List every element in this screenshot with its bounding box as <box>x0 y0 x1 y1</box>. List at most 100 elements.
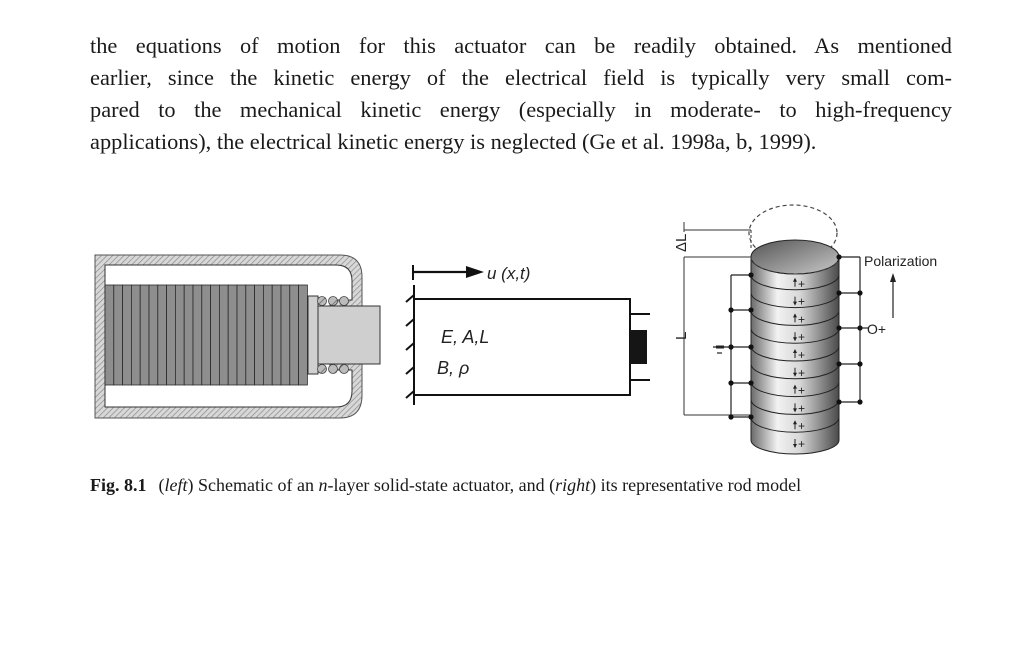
polarity-arrowhead-icon <box>793 408 797 413</box>
polarity-arrowhead-icon <box>793 444 797 448</box>
layer-sign: + <box>798 295 805 309</box>
stack-plate <box>298 284 308 386</box>
caption-text: ( <box>158 475 165 495</box>
electrode-node <box>857 290 863 296</box>
stack-plate <box>113 284 124 386</box>
rod-params-2: B, ρ <box>437 358 469 378</box>
layer-edge <box>750 292 840 309</box>
stack-plate <box>139 284 150 386</box>
layer-sign: + <box>798 401 805 415</box>
stack-plate <box>210 284 220 386</box>
spring-coil <box>339 364 349 374</box>
stack-plate <box>157 284 168 386</box>
layer-edge <box>750 274 840 291</box>
electrode-node <box>836 325 842 331</box>
stack-plate <box>122 284 132 386</box>
end-cap <box>307 295 319 375</box>
electrode-node <box>836 399 842 405</box>
electrode-node <box>836 361 842 367</box>
length-label: L <box>673 332 690 340</box>
cylinder-top <box>750 239 840 275</box>
layer-edge <box>750 399 840 415</box>
left-electrode-nodes <box>728 272 754 420</box>
polarization-arrow-icon <box>890 273 896 282</box>
wall-hatch-tick <box>405 294 415 303</box>
layer-sign: + <box>798 348 805 362</box>
ground-icon <box>713 345 731 354</box>
layer-edge <box>750 310 840 326</box>
spring-coil <box>339 296 349 306</box>
layer-edge <box>750 363 840 380</box>
stack-plate <box>130 284 141 386</box>
rod-params-1: E, A,L <box>441 327 489 347</box>
stack-plate <box>280 284 291 386</box>
polarity-arrowhead-icon <box>793 301 797 306</box>
polarity-arrowhead-icon <box>793 349 797 353</box>
piezo-stack <box>104 284 308 386</box>
figure-number: Fig. 8.1 <box>90 475 147 495</box>
electrode-node <box>836 254 842 260</box>
wall-hatch-tick <box>405 318 415 327</box>
caption-text: ) Schematic of an <box>187 475 319 495</box>
caption-text: -layer solid-state actuator, and ( <box>327 475 556 495</box>
polarity-arrowhead-icon <box>793 313 797 318</box>
stack-plate <box>271 284 282 386</box>
terminal-label: O+ <box>867 321 886 337</box>
layer-sign: + <box>798 312 805 326</box>
rod <box>413 298 631 396</box>
right-electrode-nodes <box>836 254 863 405</box>
body-line: the equations of motion for this actuato… <box>90 33 952 58</box>
rod-model: u (x,t) E, A,L B, ρ <box>405 264 650 405</box>
stack-plate <box>227 284 238 386</box>
layer-sign: + <box>798 366 805 380</box>
stack-plate <box>201 284 212 386</box>
polarization-label: Polarization <box>864 253 937 269</box>
caption-left: left <box>164 475 188 495</box>
electrode-node <box>748 380 754 386</box>
body-line: earlier, since the kinetic energy of the… <box>90 65 952 90</box>
electrode-node <box>836 290 842 296</box>
layer-sign: + <box>798 437 805 451</box>
body-line: pared to the mechanical kinetic energy (… <box>90 97 952 122</box>
polarity-arrowhead-icon <box>793 277 797 282</box>
electrode-node <box>728 414 734 420</box>
electrode-node <box>857 361 863 367</box>
layer-edge <box>750 381 840 398</box>
spring-coil <box>328 296 338 306</box>
stack-plate <box>254 284 264 386</box>
wall-hatch-tick <box>405 342 415 351</box>
layer-edge <box>750 345 840 362</box>
stack-plate <box>148 284 159 386</box>
spring-coil <box>317 296 327 306</box>
stack-plate <box>104 284 115 386</box>
stack-plate <box>166 284 176 386</box>
polarity-arrowhead-icon <box>793 384 797 389</box>
polarity-arrowhead-icon <box>793 372 797 377</box>
electrode-node <box>748 344 754 350</box>
layer-sign: + <box>798 277 805 291</box>
polarity-arrowhead-icon <box>793 420 797 425</box>
body-line: applications), the electrical kinetic en… <box>90 129 817 154</box>
layer-sign: + <box>798 419 805 433</box>
layer-sign: + <box>798 330 805 344</box>
caption-text: ) its representative rod model <box>590 475 802 495</box>
electrode-node <box>748 307 754 313</box>
displacement-label: u (x,t) <box>487 264 530 283</box>
stack-cylinder-model: ++++++++++ ΔL L O+ Polarization <box>673 204 937 455</box>
wall-hatch-tick <box>405 390 415 399</box>
stack-plate <box>289 284 299 386</box>
layer-lines: ++++++++++ <box>750 274 840 451</box>
spring-coil <box>328 364 338 374</box>
delta-l-label: ΔL <box>673 234 690 252</box>
spring-coil <box>317 364 327 374</box>
electrode-node <box>748 414 754 420</box>
stack-plate <box>183 284 194 386</box>
electrode-node <box>728 380 734 386</box>
stack-plate <box>218 284 229 386</box>
electrode-node <box>748 272 754 278</box>
stack-plate <box>262 284 273 386</box>
output-shaft <box>317 305 381 365</box>
figure-caption: Fig. 8.1(left) Schematic of an n-layer s… <box>90 475 960 496</box>
polarity-arrowhead-icon <box>793 337 797 342</box>
